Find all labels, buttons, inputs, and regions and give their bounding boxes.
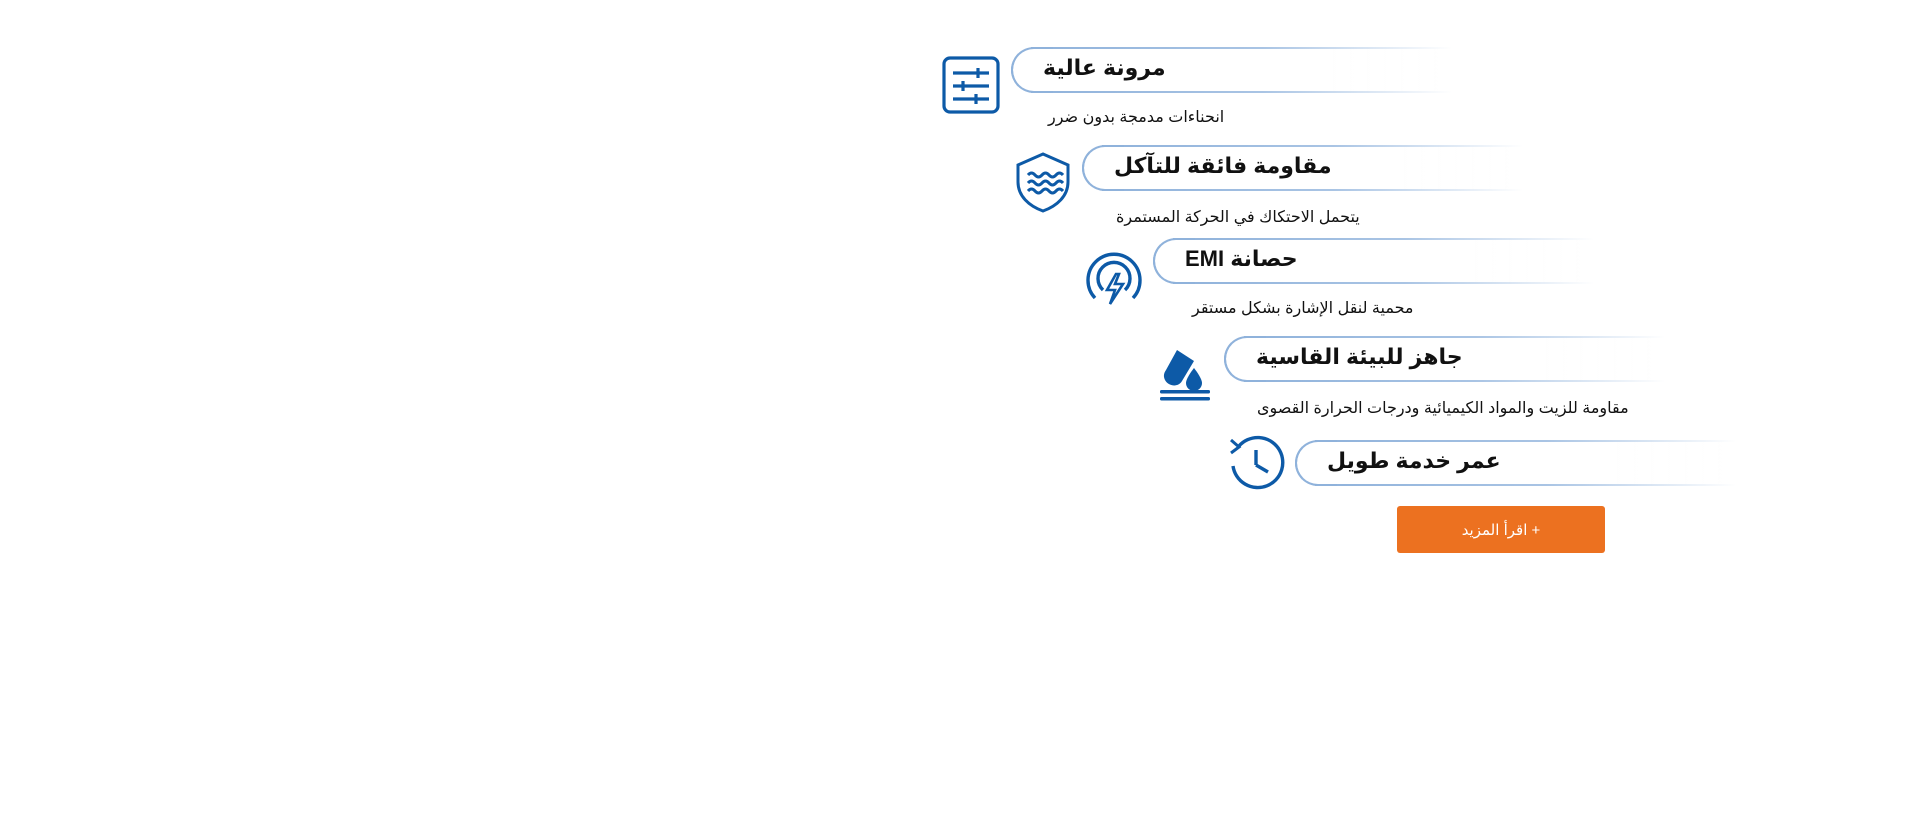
read-more-button[interactable]: اقرأ المزيد +	[1397, 506, 1605, 553]
feature-title: عمر خدمة طويل	[1327, 448, 1501, 473]
feature-item-emi-immunity: حصانة EMI محمية لنقل الإشارة بشكل مستقر	[1083, 238, 1843, 338]
feature-title: جاهز للبيئة القاسية	[1256, 344, 1463, 369]
feature-title: مرونة عالية	[1043, 55, 1166, 80]
emi-lightning-icon	[1083, 246, 1145, 308]
feature-title-pill	[1082, 145, 1522, 191]
feature-item-harsh-environment: جاهز للبيئة القاسية مقاومة للزيت والمواد…	[1154, 336, 1914, 436]
feature-item-long-service-life: عمر خدمة طويل	[1225, 435, 1920, 540]
chemical-drop-icon	[1154, 346, 1216, 408]
feature-title-pill	[1295, 440, 1735, 486]
feature-title-pill	[1011, 47, 1451, 93]
feature-description: مقاومة للزيت والمواد الكيميائية ودرجات ا…	[1257, 400, 1629, 417]
sliders-icon	[941, 55, 1003, 117]
feature-item-flexibility: مرونة عالية انحناءات مدمجة بدون ضرر	[941, 47, 1701, 147]
feature-item-abrasion-resistance: مقاومة فائقة للتآكل يتحمل الاحتكاك في ال…	[1012, 145, 1772, 245]
shield-waves-icon	[1012, 151, 1074, 213]
feature-description: يتحمل الاحتكاك في الحركة المستمرة	[1116, 209, 1360, 226]
feature-description: انحناءات مدمجة بدون ضرر	[1048, 109, 1225, 126]
feature-title: حصانة EMI	[1185, 246, 1298, 271]
clock-history-icon	[1225, 432, 1287, 494]
feature-title-pill	[1224, 336, 1664, 382]
feature-title: مقاومة فائقة للتآكل	[1114, 153, 1332, 178]
feature-description: محمية لنقل الإشارة بشكل مستقر	[1192, 300, 1414, 317]
feature-title-pill	[1153, 238, 1593, 284]
